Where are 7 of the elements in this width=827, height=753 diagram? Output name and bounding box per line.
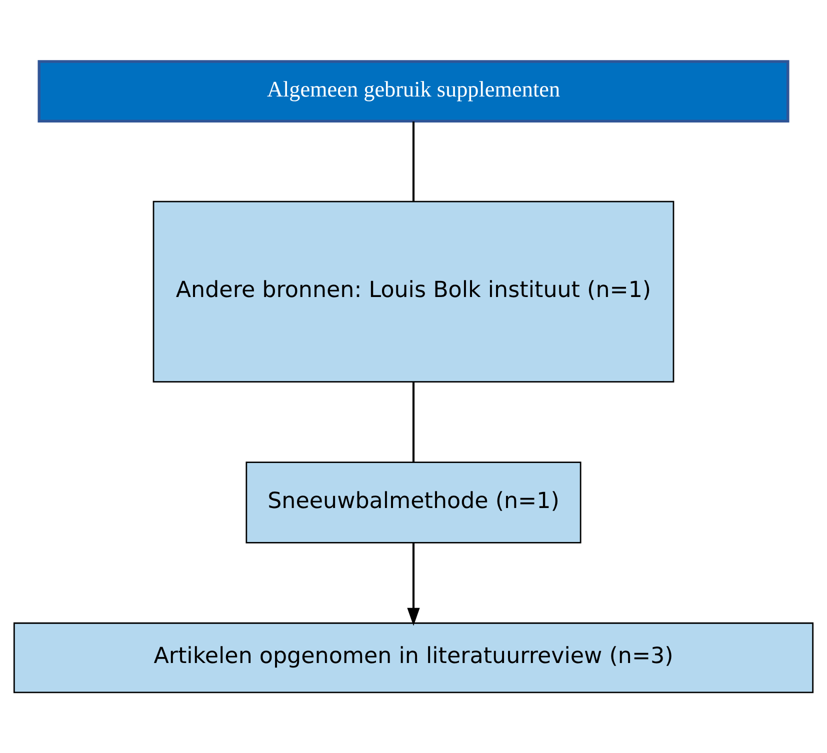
node-box: Sneeuwbalmethode (n=1) bbox=[246, 461, 582, 543]
arrow bbox=[407, 542, 420, 626]
node-box: Artikelen opgenomen in literatuurreview (n=3) bbox=[13, 622, 814, 693]
connector bbox=[412, 381, 415, 462]
connector bbox=[412, 120, 415, 201]
node-box: Algemeen gebruik supplementen bbox=[38, 60, 790, 122]
node-box: Andere bronnen: Louis Bolk instituut (n=1) bbox=[152, 200, 674, 382]
